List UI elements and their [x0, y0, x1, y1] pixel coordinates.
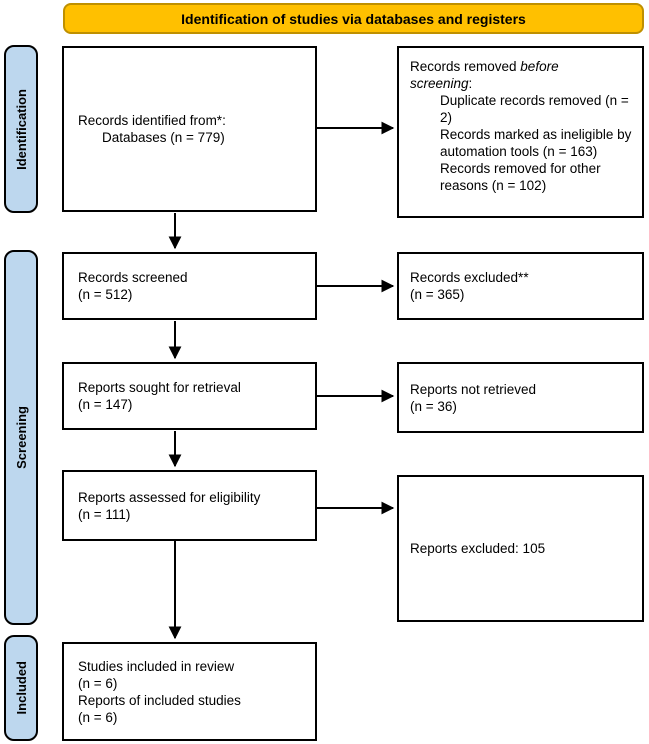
reports-excluded-label: Reports excluded: 105	[410, 541, 546, 556]
reports-sought-label: Reports sought for retrieval	[78, 380, 241, 395]
reports-not-retrieved-count: (n = 36)	[410, 398, 457, 414]
box-records-excluded: Records excluded** (n = 365)	[397, 252, 644, 320]
records-removed-plain1: Records removed	[410, 59, 521, 74]
reports-included-label: Reports of included studies	[78, 692, 241, 708]
studies-included-label: Studies included in review	[78, 658, 235, 674]
box-reports-not-retrieved: Reports not retrieved (n = 36)	[397, 362, 644, 433]
records-removed-item-automation: Records marked as ineligible by automati…	[440, 127, 632, 159]
reports-assessed-label: Reports assessed for eligibility	[78, 489, 261, 505]
title-banner-label: Identification of studies via databases …	[181, 10, 526, 27]
reports-sought-count: (n = 147)	[78, 397, 133, 412]
reports-assessed-count: (n = 111)	[78, 506, 131, 522]
box-studies-included: Studies included in review (n = 6) Repor…	[62, 642, 317, 741]
records-removed-item-other: Records removed for other reasons (n = 1…	[440, 161, 601, 193]
box-records-removed: Records removed before screening: Duplic…	[397, 46, 644, 218]
records-removed-intro-line2: screening:	[410, 75, 636, 92]
records-removed-plain2: :	[468, 76, 473, 91]
records-removed-italic1: before	[520, 59, 559, 74]
studies-included-count: (n = 6)	[78, 675, 118, 691]
box-records-screened: Records screened (n = 512)	[62, 252, 317, 320]
records-removed-italic2: screening	[410, 76, 469, 91]
records-excluded-label: Records excluded**	[410, 270, 529, 285]
reports-included-count: (n = 6)	[78, 709, 118, 725]
reports-not-retrieved-label: Reports not retrieved	[410, 381, 537, 397]
stage-label-included: Included	[4, 635, 38, 741]
box-reports-excluded: Reports excluded: 105	[397, 475, 644, 622]
records-screened-count: (n = 512)	[78, 287, 133, 302]
title-banner: Identification of studies via databases …	[63, 3, 644, 34]
stage-included-text: Included	[13, 661, 29, 715]
box-records-identified: Records identified from*: Databases (n =…	[62, 46, 317, 212]
stage-label-screening: Screening	[4, 250, 38, 625]
stage-screening-text: Screening	[13, 406, 29, 469]
stage-label-identification: Identification	[4, 45, 38, 213]
records-excluded-count: (n = 365)	[410, 287, 465, 302]
box-reports-assessed: Reports assessed for eligibility (n = 11…	[62, 470, 317, 541]
records-identified-databases: Databases (n = 779)	[102, 130, 225, 145]
records-removed-intro-line1: Records removed before	[410, 58, 636, 75]
records-screened-label: Records screened	[78, 270, 188, 285]
records-removed-item-duplicates: Duplicate records removed (n = 2)	[440, 93, 629, 125]
records-identified-title: Records identified from*:	[78, 113, 226, 128]
stage-identification-text: Identification	[13, 88, 29, 170]
box-reports-sought: Reports sought for retrieval (n = 147)	[62, 362, 317, 430]
